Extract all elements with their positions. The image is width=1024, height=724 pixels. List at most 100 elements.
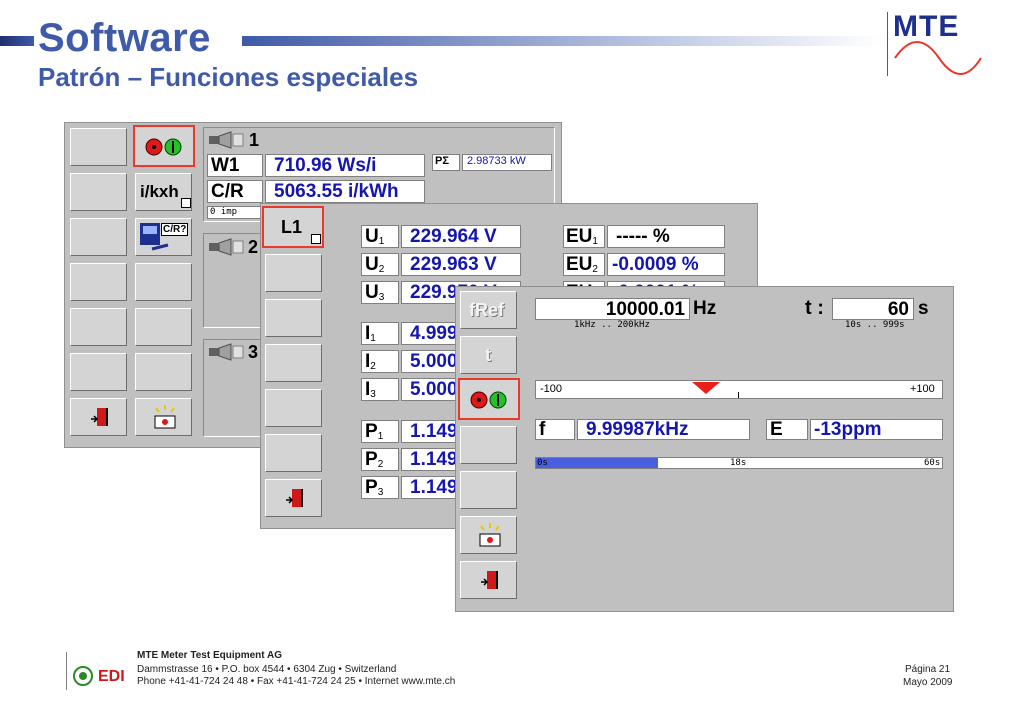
t-unit: s: [918, 298, 929, 319]
p1-device-button[interactable]: C/R?: [135, 218, 192, 256]
i1-label: I1: [361, 322, 399, 345]
p1-button-6[interactable]: [70, 353, 127, 391]
p1-button-11[interactable]: [135, 308, 192, 346]
p3-button-5[interactable]: [460, 471, 517, 509]
p2-button-4[interactable]: [265, 344, 322, 382]
p1-ixkh-button[interactable]: i/kxh: [135, 173, 192, 211]
freq-range: 1kHz .. 200kHz: [574, 320, 650, 330]
f-label: f: [535, 419, 575, 440]
footer-date: Mayo 2009: [903, 677, 953, 688]
sine-wave-icon: [894, 41, 982, 75]
logo-divider: [887, 12, 888, 76]
t-button[interactable]: t: [460, 336, 517, 374]
section-3-number: 3: [248, 342, 259, 362]
e-label: E: [766, 419, 808, 440]
cr-value: 5063.55 i/kWh: [265, 180, 425, 203]
u3-label: U3: [361, 281, 399, 304]
i3-label: I3: [361, 378, 399, 401]
progress-fill: [536, 458, 658, 468]
e-value: -13ppm: [810, 419, 943, 440]
psum-label: PΣ: [432, 154, 460, 171]
deviation-marker: [692, 382, 721, 394]
device-label: C/R?: [161, 223, 189, 236]
p1-button-10[interactable]: [135, 263, 192, 301]
eu2-value: -0.0009 %: [607, 253, 725, 276]
scale-center-tick: [738, 392, 739, 398]
seal-icon: [73, 666, 93, 686]
header-bar-left: [0, 36, 34, 46]
edit-small-icon: [181, 198, 191, 208]
section-1-number: 1: [249, 130, 260, 150]
window-frequency: [455, 286, 954, 612]
l1-button[interactable]: L1: [262, 206, 324, 248]
speaker-icon-2: [209, 238, 244, 256]
p2-button-2[interactable]: [265, 254, 322, 292]
psum-value: 2.98733 kW: [462, 154, 552, 171]
p1-button-2[interactable]: [70, 173, 127, 211]
speaker-icon-3: [209, 343, 244, 361]
footer-company: MTE Meter Test Equipment AG: [137, 650, 283, 661]
t-input[interactable]: 60: [832, 298, 914, 320]
scale-max: +100: [910, 383, 935, 395]
exit-door-icon: [481, 571, 498, 589]
eu1-value: ----- %: [607, 225, 725, 248]
deviation-scale: [535, 380, 943, 399]
f-value: 9.99987kHz: [577, 419, 750, 440]
p1-button-5[interactable]: [70, 308, 127, 346]
p1-button-1[interactable]: [70, 128, 127, 166]
footer-address: Dammstrasse 16 • P.O. box 4544 • 6304 Zu…: [137, 664, 397, 675]
edit-small-icon: [311, 234, 321, 244]
p2-label: P2: [361, 448, 399, 471]
edi-logo: EDI: [98, 668, 125, 685]
header-bar-right: [242, 36, 882, 46]
eu1-label: EU1: [563, 225, 605, 248]
p3-label: P3: [361, 476, 399, 499]
p3-button-4[interactable]: [460, 426, 517, 464]
t-field-label: t :: [805, 297, 824, 319]
cr-label: C/R: [207, 180, 263, 203]
alarm-light-icon: [479, 523, 501, 547]
p3-exit-button[interactable]: [460, 561, 517, 599]
t-label: t: [485, 345, 491, 365]
imp-value: 0 imp: [207, 206, 267, 219]
u1-value: 229.964 V: [401, 225, 521, 248]
p3-start-stop-button[interactable]: [458, 378, 520, 420]
ixkh-label: i/kxh: [140, 182, 179, 201]
u1-label: U1: [361, 225, 399, 248]
u2-label: U2: [361, 253, 399, 276]
footer-phone: Phone +41-41-724 24 48 • Fax +41-41-724 …: [137, 676, 456, 687]
exit-door-icon: [286, 489, 303, 507]
p1-exit-button[interactable]: [70, 398, 127, 436]
fref-input[interactable]: 10000.01: [535, 298, 690, 320]
progress-end: 60s: [924, 458, 941, 468]
p1-button-3[interactable]: [70, 218, 127, 256]
fref-button[interactable]: fRef: [460, 291, 517, 329]
p2-exit-button[interactable]: [265, 479, 322, 517]
p1-alarm-button[interactable]: [135, 398, 192, 436]
start-stop-icon: [470, 391, 507, 409]
p2-button-6[interactable]: [265, 434, 322, 472]
freq-unit: Hz: [693, 298, 717, 319]
speaker-icon-1: [209, 131, 244, 149]
p2-button-3[interactable]: [265, 299, 322, 337]
alarm-light-icon: [154, 405, 176, 429]
fref-label: fRef: [469, 300, 504, 320]
progress-start: 0s: [537, 458, 548, 468]
meter-device-icon: [140, 223, 169, 251]
u2-value: 229.963 V: [401, 253, 521, 276]
p2-button-5[interactable]: [265, 389, 322, 427]
t-range: 10s .. 999s: [845, 320, 905, 330]
p1-button-4[interactable]: [70, 263, 127, 301]
footer-divider: [66, 652, 67, 690]
w1-label: W1: [207, 154, 263, 177]
p3-alarm-button[interactable]: [460, 516, 517, 554]
footer-page: Página 21: [905, 664, 951, 675]
p1-button-12[interactable]: [135, 353, 192, 391]
mte-logo: MTE: [893, 10, 960, 43]
l1-label: L1: [281, 217, 303, 237]
i2-label: I2: [361, 350, 399, 373]
section-2-number: 2: [248, 237, 259, 257]
progress-track: 0s 18s 60s: [535, 457, 943, 469]
exit-door-icon: [91, 408, 108, 426]
p1-start-stop-button[interactable]: [133, 125, 195, 167]
